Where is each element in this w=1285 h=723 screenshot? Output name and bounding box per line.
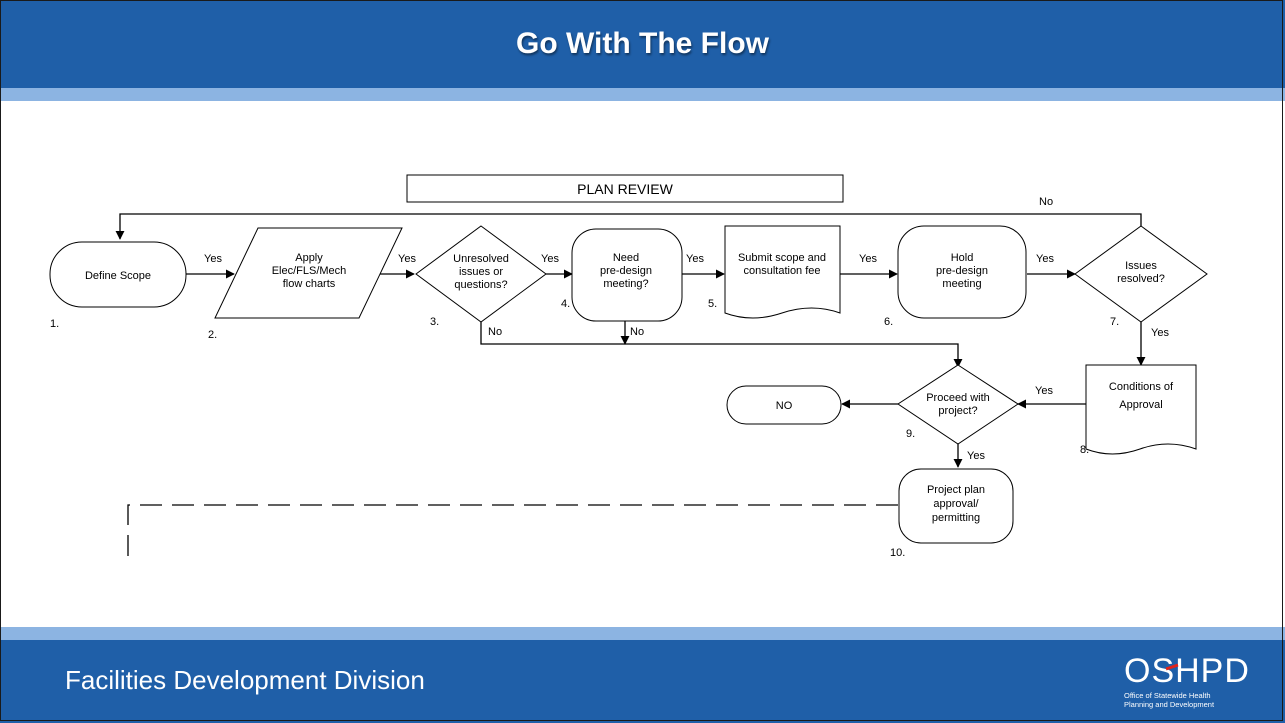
step-number: 1. [50, 318, 59, 330]
node-unresolved-issues: Unresolved issues or questions? 3. [415, 225, 547, 328]
node-label: Define Scope [85, 270, 151, 282]
node-apply-flowcharts: Apply Elec/FLS/Mech flow charts 2. [208, 227, 403, 341]
step-number: 9. [906, 428, 915, 440]
node-label-line-2: pre-design [600, 265, 652, 277]
label-no-3: No [488, 326, 502, 338]
step-number: 4. [561, 298, 570, 310]
node-need-meeting: Need pre-design meeting? 4. [561, 228, 683, 322]
node-label-line-2: approval/ [933, 498, 979, 510]
edge-labels: Yes Yes Yes Yes Yes Yes No Yes Yes No No… [204, 196, 1169, 462]
step-number: 10. [890, 547, 905, 559]
node-label-line-2: Approval [1119, 399, 1162, 411]
label-no-4: No [630, 326, 644, 338]
node-label-line-1: Submit scope and [738, 252, 826, 264]
plan-review-title: PLAN REVIEW [577, 181, 673, 197]
node-hold-meeting: Hold pre-design meeting 6. [884, 225, 1027, 328]
node-label-line-2: resolved? [1117, 273, 1165, 285]
label-no-7-1: No [1039, 196, 1053, 208]
node-label-line-1: Project plan [927, 484, 985, 496]
node-label-line-3: meeting? [603, 278, 648, 290]
step-number: 3. [430, 316, 439, 328]
node-plan-approval: Project plan approval/ permitting 10. [890, 468, 1014, 559]
node-label-line-1: Unresolved [453, 253, 509, 265]
label-yes-8-9: Yes [1035, 385, 1053, 397]
step-number: 5. [708, 298, 717, 310]
step-number: 7. [1110, 316, 1119, 328]
plan-review-flowchart: PLAN REVIEW [0, 101, 1285, 627]
logo-wordmark: OSHPD [1124, 652, 1250, 690]
header-bar [0, 0, 1285, 88]
edge-3-9-no [480, 321, 963, 368]
node-define-scope: Define Scope 1. [49, 241, 187, 330]
node-label-line-3: permitting [932, 512, 980, 524]
node-label-line-1: Hold [951, 252, 974, 264]
plan-review-title-box: PLAN REVIEW [406, 174, 844, 203]
node-no-terminal: NO [726, 385, 842, 425]
label-yes-5-6: Yes [859, 253, 877, 265]
label-yes-2-3: Yes [398, 253, 416, 265]
node-label-line-2: Elec/FLS/Mech [272, 265, 347, 277]
label-yes-7-8: Yes [1151, 327, 1169, 339]
flow-connectors [115, 213, 1146, 556]
node-label-line-3: meeting [942, 278, 981, 290]
node-label-line-2: consultation fee [743, 265, 820, 277]
footer-division-name: Facilities Development Division [65, 665, 425, 695]
node-proceed-project: Proceed with project? 9. [897, 364, 1019, 445]
label-yes-4-5: Yes [686, 253, 704, 265]
node-label-line-1: Issues [1125, 260, 1157, 272]
label-yes-1-2: Yes [204, 253, 222, 265]
node-label: NO [776, 400, 793, 412]
node-submit-scope: Submit scope and consultation fee 5. [708, 225, 841, 319]
node-issues-resolved: Issues resolved? 7. [1074, 225, 1208, 328]
node-label-line-1: Proceed with [926, 392, 990, 404]
label-yes-6-7: Yes [1036, 253, 1054, 265]
label-yes-3-4: Yes [541, 253, 559, 265]
node-label-line-1: Need [613, 252, 639, 264]
node-label-line-2: pre-design [936, 265, 988, 277]
oshpd-logo: OSHPD Office of Statewide Health Plannin… [1092, 651, 1252, 717]
slide-title: Go With The Flow [515, 27, 770, 60]
node-conditions-approval: Conditions of Approval 8. [1080, 364, 1197, 456]
node-label-line-2: project? [938, 405, 977, 417]
edge-7-1-no [115, 213, 1142, 240]
step-number: 6. [884, 316, 893, 328]
edge-10-continuation [127, 504, 898, 556]
logo-tagline-line-2: Planning and Development [1124, 700, 1215, 709]
logo-tagline: Office of Statewide Health Planning and … [1124, 691, 1264, 709]
step-number: 8. [1080, 444, 1089, 456]
footer-bar [0, 640, 1285, 723]
node-label-line-1: Conditions of [1109, 381, 1174, 393]
node-label-line-3: questions? [454, 279, 507, 291]
footer-accent-stripe [0, 627, 1285, 640]
logo-accent-slash-icon [1165, 663, 1179, 671]
node-label-line-3: flow charts [283, 278, 336, 290]
label-yes-9-10: Yes [967, 450, 985, 462]
header-accent-stripe [0, 88, 1285, 101]
node-label-line-1: Apply [295, 252, 323, 264]
node-label-line-2: issues or [459, 266, 503, 278]
step-number: 2. [208, 329, 217, 341]
logo-tagline-line-1: Office of Statewide Health [1124, 691, 1211, 700]
